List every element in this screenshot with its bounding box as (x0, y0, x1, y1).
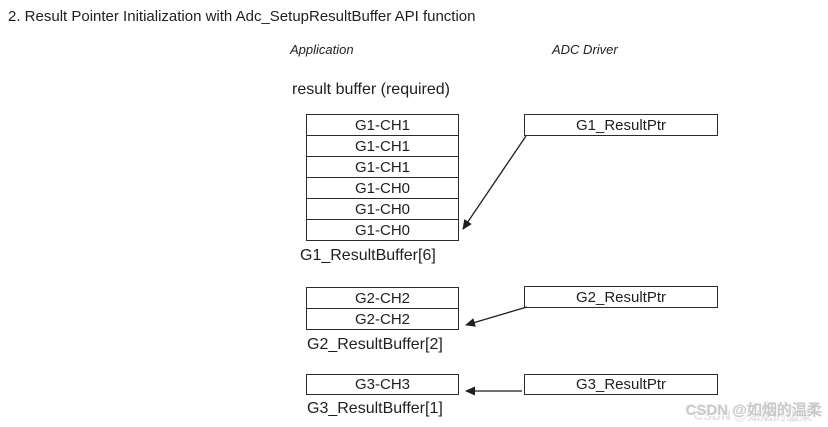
g1-buffer-cell: G1-CH0 (306, 219, 459, 241)
g2-pointer-arrow (465, 306, 528, 327)
g1-buffer-label: G1_ResultBuffer[6] (300, 247, 436, 264)
g3-result-buffer: G3-CH3 (306, 374, 459, 395)
g2-result-pointer-box: G2_ResultPtr (524, 286, 718, 308)
diagram-title: 2. Result Pointer Initialization with Ad… (8, 8, 476, 25)
g1-buffer-cell: G1-CH0 (306, 177, 459, 199)
g1-buffer-cell: G1-CH1 (306, 114, 459, 136)
watermark: CSDN @如烟的温柔 (685, 402, 822, 419)
g3-result-pointer-box: G3_ResultPtr (524, 374, 718, 395)
g3-buffer-cell: G3-CH3 (306, 374, 459, 395)
result-buffer-caption: result buffer (required) (292, 81, 450, 98)
g2-buffer-cell: G2-CH2 (306, 308, 459, 330)
g2-buffer-cell: G2-CH2 (306, 287, 459, 309)
column-header-application: Application (290, 42, 354, 57)
g1-result-pointer-box: G1_ResultPtr (524, 114, 718, 136)
g1-result-buffer: G1-CH1 G1-CH1 G1-CH1 G1-CH0 G1-CH0 G1-CH… (306, 114, 459, 241)
g3-buffer-label: G3_ResultBuffer[1] (307, 400, 443, 417)
g1-pointer-arrow (462, 135, 527, 230)
watermark-ghost: CSDN @如烟的温柔 (693, 408, 812, 423)
g1-buffer-cell: G1-CH0 (306, 198, 459, 220)
g1-buffer-cell: G1-CH1 (306, 156, 459, 178)
g2-result-buffer: G2-CH2 G2-CH2 (306, 287, 459, 330)
g2-buffer-label: G2_ResultBuffer[2] (307, 336, 443, 353)
column-header-adc-driver: ADC Driver (552, 42, 618, 57)
g1-buffer-cell: G1-CH1 (306, 135, 459, 157)
